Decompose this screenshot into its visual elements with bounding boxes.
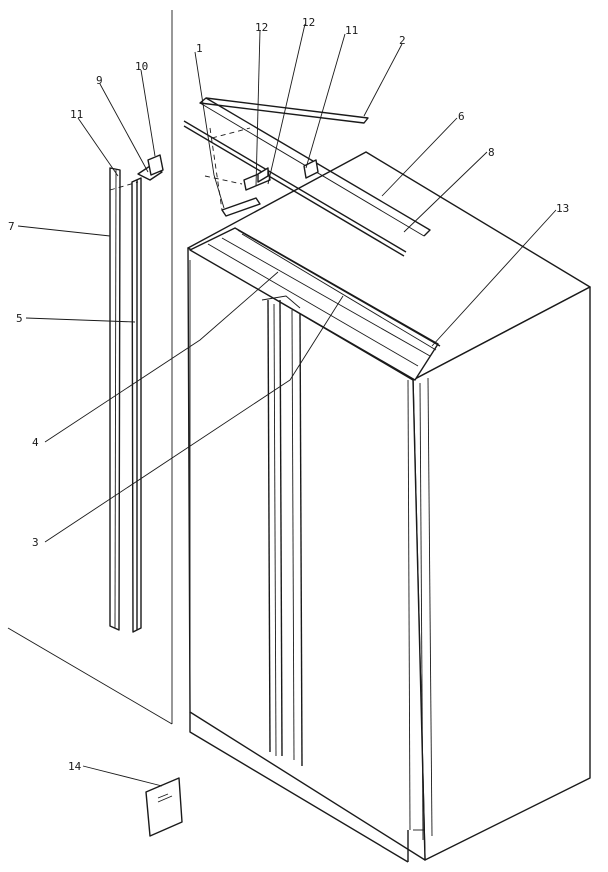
bracket-pieces <box>109 154 164 191</box>
callout-1: 1 <box>196 42 203 55</box>
callout-labels: 1 2 3 4 5 6 7 8 9 10 11 11 12 12 13 14 <box>8 16 569 773</box>
callout-6: 6 <box>458 110 465 123</box>
callout-5: 5 <box>16 312 23 325</box>
literature-card <box>145 777 183 837</box>
leader-lines <box>17 23 557 787</box>
callout-13: 13 <box>556 202 569 215</box>
callout-8: 8 <box>488 146 495 159</box>
callout-4: 4 <box>32 436 39 449</box>
callout-10: 10 <box>135 60 148 73</box>
callout-9: 9 <box>96 74 103 87</box>
center-trim-strip <box>261 295 303 767</box>
refrigerator-cabinet <box>187 151 591 863</box>
left-side-trims <box>109 167 142 633</box>
callout-14: 14 <box>68 760 82 773</box>
callout-3: 3 <box>32 536 39 549</box>
background-wall <box>7 10 173 725</box>
callout-12-right: 12 <box>302 16 315 29</box>
top-rails-exploded <box>183 97 431 257</box>
top-trim-assembly <box>189 227 441 381</box>
callout-11-top: 11 <box>345 24 358 37</box>
callout-11-left: 11 <box>70 108 83 121</box>
callout-12-left: 12 <box>255 21 268 34</box>
callout-7: 7 <box>8 220 15 233</box>
callout-2: 2 <box>399 34 406 47</box>
